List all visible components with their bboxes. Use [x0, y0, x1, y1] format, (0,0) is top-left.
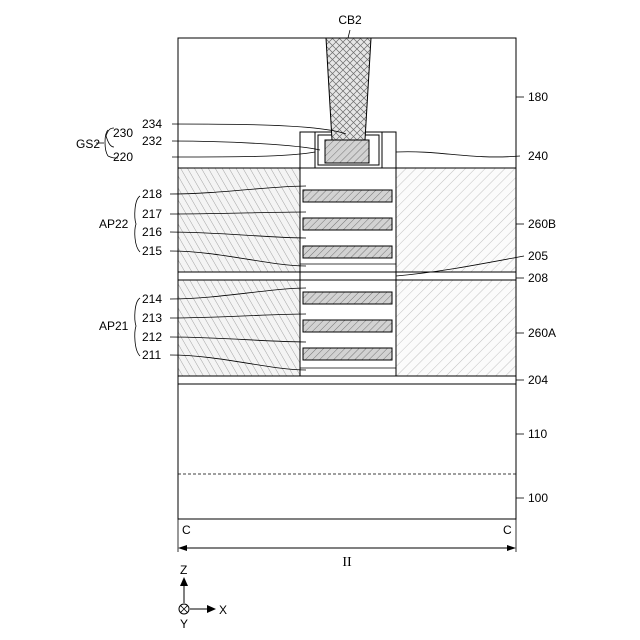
label-213: 213 [142, 311, 162, 325]
x-axis-arrow-icon [207, 605, 216, 613]
gate-electrode-234 [325, 140, 369, 163]
label-216: 216 [142, 225, 162, 239]
label-214: 214 [142, 292, 162, 306]
label-gs2: GS2 [76, 137, 100, 151]
z-axis-arrow-icon [180, 577, 188, 586]
label-axis-y: Y [180, 617, 188, 631]
label-234: 234 [142, 117, 162, 131]
label-c-right: C [503, 523, 512, 537]
label-212: 212 [142, 330, 162, 344]
label-180: 180 [528, 90, 548, 104]
label-205: 205 [528, 249, 548, 263]
label-section-ii: II [342, 555, 352, 570]
layer-260a-right [396, 280, 516, 376]
label-cb2: CB2 [338, 13, 362, 27]
ap22-gate-layer-2 [303, 218, 392, 230]
label-208: 208 [528, 271, 548, 285]
contact-cb2 [326, 38, 371, 140]
brace-ap22 [135, 196, 140, 252]
brace-ap21 [135, 298, 140, 356]
label-100: 100 [528, 491, 548, 505]
label-110: 110 [528, 427, 547, 441]
label-220: 220 [113, 150, 133, 164]
label-211: 211 [142, 348, 161, 362]
label-axis-x: X [219, 603, 227, 617]
label-260b: 260B [528, 217, 556, 231]
label-204: 204 [528, 373, 548, 387]
label-c-left: C [182, 523, 191, 537]
label-ap22: AP22 [99, 217, 129, 231]
label-260a: 260A [528, 326, 556, 340]
ap21-gate-layer-2 [303, 320, 392, 332]
label-232: 232 [142, 134, 162, 148]
ap21-gate-layer-3 [303, 348, 392, 360]
ap22-gate-layer-1 [303, 190, 392, 202]
label-240: 240 [528, 149, 548, 163]
layer-260b-right [396, 168, 516, 272]
label-axis-z: Z [180, 563, 187, 577]
label-215: 215 [142, 244, 162, 258]
label-218: 218 [142, 187, 162, 201]
ap22-gate-layer-3 [303, 246, 392, 258]
label-ap21: AP21 [99, 319, 129, 333]
label-230: 230 [113, 126, 133, 140]
layer-260b-left [178, 168, 300, 272]
label-217: 217 [142, 207, 162, 221]
ap21-gate-layer-1 [303, 292, 392, 304]
